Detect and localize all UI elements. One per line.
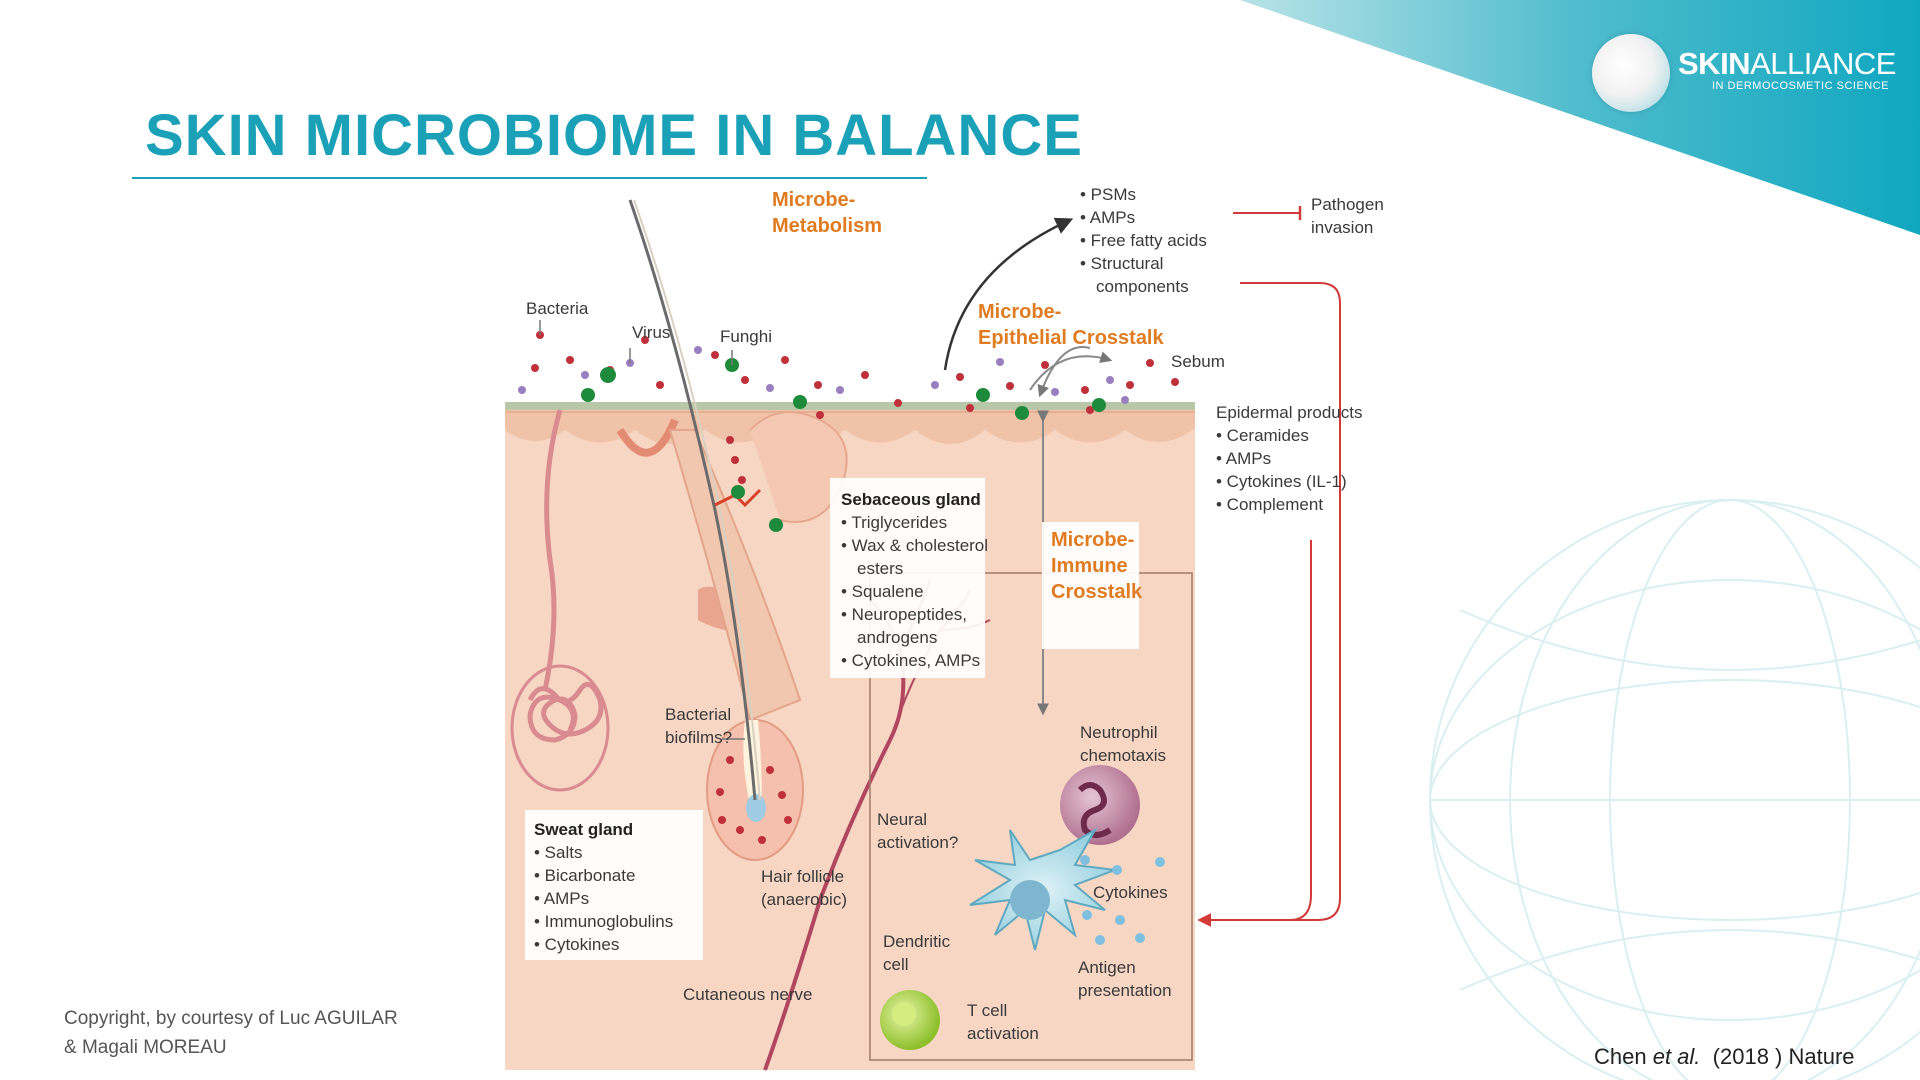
products-item: • AMPs	[1080, 208, 1135, 227]
virus-dots	[518, 346, 1129, 404]
neutrophil-icon	[1060, 765, 1140, 845]
t-cell-icon	[880, 990, 940, 1050]
sweat-item: • Cytokines	[534, 935, 619, 954]
tcell-label-line2: activation	[967, 1024, 1039, 1043]
dendritic-label-line1: Dendritic	[883, 932, 951, 951]
products-item: • Structural	[1080, 254, 1163, 273]
credit-line-1: Copyright, by courtesy of Luc AGUILAR	[64, 1008, 398, 1029]
sweat-item: • Bicarbonate	[534, 866, 635, 885]
epidermal-item: • Cytokines (IL-1)	[1216, 472, 1347, 491]
sebaceous-item: • Cytokines, AMPs	[841, 651, 980, 670]
sebaceous-label-bg	[830, 478, 985, 678]
epidermal-item: • Ceramides	[1216, 426, 1309, 445]
sebaceous-item: • Wax & cholesterol	[841, 536, 988, 555]
sebaceous-item: • Squalene	[841, 582, 924, 601]
skin-microbiome-diagram: Microbe- Metabolism Microbe- Epithelial …	[505, 185, 1384, 1071]
antigen-label-line1: Antigen	[1078, 958, 1136, 977]
sebaceous-item: esters	[857, 559, 903, 578]
sebaceous-item: androgens	[857, 628, 937, 647]
immune-label-bg	[1042, 522, 1139, 649]
sweat-item: • AMPs	[534, 889, 589, 908]
products-feedback-arrow	[1197, 282, 1341, 927]
neural-label-line2: activation?	[877, 833, 958, 852]
teal-corner-band	[1240, 0, 1920, 235]
pathogen-label-line1: Pathogen	[1311, 195, 1384, 214]
follicle-label-line2: (anaerobic)	[761, 890, 847, 909]
immune-label-line3: Crosstalk	[1051, 581, 1143, 603]
immune-zone-box	[869, 572, 1193, 1061]
sebum-label: Sebum	[1171, 352, 1225, 371]
dendritic-label-line2: cell	[883, 955, 909, 974]
products-item: • PSMs	[1080, 185, 1136, 204]
title-underline	[132, 177, 927, 179]
bacteria-dots	[531, 331, 1179, 844]
sweat-label-bg	[525, 810, 703, 960]
dendritic-cell-icon	[969, 827, 1116, 951]
metabolism-label-line1: Microbe-	[772, 189, 855, 211]
citation-author: Chen	[1594, 1044, 1647, 1069]
biofilm-label-line1: Bacterial	[665, 705, 731, 724]
slide-title: SKIN MICROBIOME IN BALANCE	[145, 103, 1083, 168]
sweat-gland-icon	[510, 409, 610, 792]
epithelial-arrow-left	[1037, 346, 1091, 398]
logo-wordmark: SKINALLIANCE	[1678, 46, 1896, 82]
bacteria-label: Bacteria	[526, 299, 589, 318]
citation-rest: (2018 ) Nature	[1712, 1044, 1855, 1069]
biofilm-label-line2: biofilms?	[665, 728, 732, 747]
epithelial-arrow-right	[1029, 351, 1113, 391]
pathogen-label-line2: invasion	[1311, 218, 1373, 237]
follicle-label-line1: Hair follicle	[761, 867, 844, 886]
sebaceous-item: • Neuropeptides,	[841, 605, 967, 624]
immune-label-line1: Microbe-	[1051, 529, 1134, 551]
skinalliance-logo-icon	[1592, 34, 1670, 112]
products-item: • Free fatty acids	[1080, 231, 1207, 250]
neural-label-line1: Neural	[877, 810, 927, 829]
credit-line-2: & Magali MOREAU	[64, 1037, 227, 1058]
sebum-layer	[505, 402, 1195, 410]
products-item: components	[1096, 277, 1189, 296]
cytokines-label: Cytokines	[1093, 883, 1168, 902]
sebaceous-title: Sebaceous gland	[841, 490, 981, 509]
neutrophil-label-line1: Neutrophil	[1080, 723, 1158, 742]
virus-label: Virus	[632, 323, 670, 342]
antigen-label-line2: presentation	[1078, 981, 1172, 1000]
epidermal-item: • Complement	[1216, 495, 1323, 514]
microbe-label-pins	[539, 320, 733, 365]
logo-tagline: IN DERMOCOSMETIC SCIENCE	[1712, 80, 1890, 92]
citation-etal: et al.	[1652, 1044, 1701, 1069]
immune-label-line2: Immune	[1051, 555, 1128, 577]
epidermal-title: Epidermal products	[1216, 403, 1362, 422]
copyright-credit: Copyright, by courtesy of Luc AGUILAR & …	[64, 1004, 398, 1062]
logo-brand-bold: SKIN	[1678, 46, 1751, 81]
tcell-label-line1: T cell	[967, 1001, 1007, 1020]
metabolism-arrow	[943, 217, 1074, 371]
logo-brand-rest: ALLIANCE	[1750, 46, 1896, 81]
epidermal-feedback-arrow	[1289, 540, 1312, 921]
sebaceous-item: • Triglycerides	[841, 513, 947, 532]
cytokine-dots	[1080, 855, 1165, 945]
hair-follicle-icon	[616, 199, 804, 861]
epithelial-label-line1: Microbe-	[978, 301, 1061, 323]
sweat-item: • Salts	[534, 843, 582, 862]
sweat-title: Sweat gland	[534, 820, 633, 839]
citation: Chen et al. (2018 ) Nature	[1594, 1044, 1855, 1070]
sweat-item: • Immunoglobulins	[534, 912, 673, 931]
nerve-label: Cutaneous nerve	[683, 985, 812, 1004]
metabolism-label-line2: Metabolism	[772, 215, 882, 237]
globe-watermark	[1429, 499, 1920, 1080]
fungi-label: Funghi	[720, 327, 772, 346]
sebaceous-gland-icon	[714, 411, 848, 523]
epithelial-label-line2: Epithelial Crosstalk	[978, 327, 1164, 349]
neutrophil-label-line2: chemotaxis	[1080, 746, 1166, 765]
epidermal-item: • AMPs	[1216, 449, 1271, 468]
